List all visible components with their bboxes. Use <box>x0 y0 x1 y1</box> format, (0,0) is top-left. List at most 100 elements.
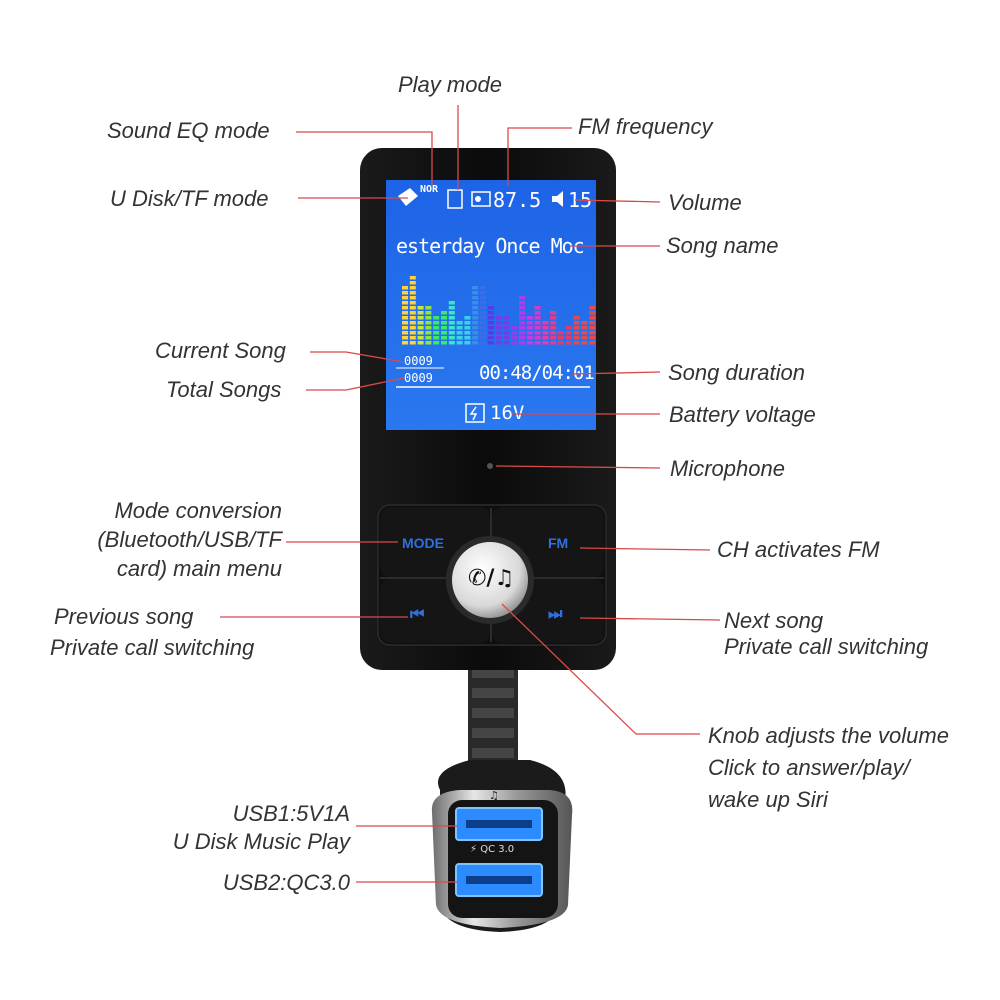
spectrum-bar-segment <box>480 341 486 345</box>
label-mode-conversion-line1: Mode conversion <box>114 498 282 523</box>
spectrum-bar-segment <box>472 336 479 340</box>
label-song-duration: Song duration <box>668 360 805 385</box>
spectrum-bar-segment <box>464 336 471 340</box>
spectrum-bar-segment <box>487 311 494 315</box>
eq-mode-readout: NOR <box>420 184 439 195</box>
spectrum-bar-segment <box>487 321 494 325</box>
spectrum-bar-segment <box>581 341 588 345</box>
label-song-name: Song name <box>666 233 779 258</box>
spectrum-bar-segment <box>417 311 424 315</box>
spectrum-bar-segment <box>581 326 588 330</box>
label-volume: Volume <box>668 190 742 215</box>
lcd-screen <box>386 180 596 430</box>
spectrum-bar-segment <box>534 316 541 320</box>
label-previous-song: Previous song Private call switching <box>50 602 254 664</box>
spectrum-bar-segment <box>417 336 424 340</box>
spectrum-bar-segment <box>409 341 416 345</box>
spectrum-bar-segment <box>550 331 557 335</box>
spectrum-bar-segment <box>480 321 486 325</box>
spectrum-visualizer <box>402 276 596 345</box>
spectrum-bar-segment <box>589 316 596 320</box>
spectrum-bar-segment <box>550 321 557 325</box>
spectrum-bar-segment <box>487 326 494 330</box>
spectrum-bar-segment <box>441 321 447 325</box>
spectrum-bar-segment <box>526 321 533 325</box>
spectrum-bar-segment <box>448 316 455 320</box>
spectrum-bar-segment <box>441 311 447 315</box>
current-song-readout: 0009 <box>404 354 433 368</box>
spectrum-bar-segment <box>402 286 408 290</box>
spectrum-bar-segment <box>558 341 564 345</box>
spectrum-bar-segment <box>448 341 455 345</box>
spectrum-bar-segment <box>417 331 424 335</box>
usb-charger-plug <box>431 760 573 932</box>
spectrum-bar-segment <box>409 331 416 335</box>
spectrum-bar-segment <box>487 316 494 320</box>
mode-button-label[interactable]: MODE <box>402 535 444 551</box>
volume-knob[interactable] <box>452 542 528 618</box>
spectrum-bar-segment <box>487 336 494 340</box>
spectrum-bar-segment <box>417 316 424 320</box>
spectrum-bar-segment <box>480 286 486 290</box>
spectrum-bar-segment <box>441 326 447 330</box>
spectrum-bar-segment <box>565 331 572 335</box>
spectrum-bar-segment <box>573 336 580 340</box>
spectrum-bar-segment <box>589 326 596 330</box>
spectrum-bar-segment <box>472 286 479 290</box>
spectrum-bar-segment <box>550 316 557 320</box>
spectrum-bar-segment <box>456 321 463 325</box>
spectrum-bar-segment <box>425 326 432 330</box>
next-icon[interactable]: ⏭ <box>548 606 563 623</box>
previous-icon[interactable]: ⏮ <box>410 606 425 623</box>
spectrum-bar-segment <box>511 336 518 340</box>
spectrum-bar-segment <box>534 336 541 340</box>
spectrum-bar-segment <box>448 336 455 340</box>
spectrum-bar-segment <box>519 341 525 345</box>
spectrum-bar-segment <box>581 331 588 335</box>
label-mode-conversion-line2: (Bluetooth/USB/TF <box>97 527 282 553</box>
spectrum-bar-segment <box>448 306 455 310</box>
spectrum-bar-segment <box>550 311 557 315</box>
spectrum-bar-segment <box>441 331 447 335</box>
spectrum-bar-segment <box>456 336 463 340</box>
spectrum-bar-segment <box>495 326 502 330</box>
spectrum-bar-segment <box>433 331 440 335</box>
spectrum-bar-segment <box>487 331 494 335</box>
label-play-mode: Play mode <box>398 72 502 97</box>
spectrum-bar-segment <box>472 321 479 325</box>
spectrum-bar-segment <box>441 336 447 340</box>
spectrum-bar-segment <box>581 321 588 325</box>
spectrum-bar-segment <box>589 331 596 335</box>
label-knob: Knob adjusts the volume Click to answer/… <box>708 720 949 816</box>
label-battery-voltage: Battery voltage <box>669 402 816 427</box>
spectrum-bar-segment <box>534 311 541 315</box>
spectrum-bar-segment <box>402 341 408 345</box>
label-next-song-line2: Private call switching <box>724 634 929 660</box>
spectrum-bar-segment <box>402 301 408 305</box>
spectrum-bar-segment <box>425 336 432 340</box>
spectrum-bar-segment <box>480 336 486 340</box>
spectrum-bar-segment <box>409 276 416 280</box>
spectrum-bar-segment <box>503 326 510 330</box>
spectrum-bar-segment <box>519 336 525 340</box>
spectrum-bar-segment <box>472 296 479 300</box>
label-next-song: Next song Private call switching <box>724 608 928 661</box>
spectrum-bar-segment <box>526 341 533 345</box>
spectrum-bar-segment <box>519 306 525 310</box>
spectrum-bar-segment <box>402 321 408 325</box>
spectrum-bar-segment <box>425 341 432 345</box>
label-knob-line2: Click to answer/play/ <box>708 754 910 780</box>
spectrum-bar-segment <box>519 321 525 325</box>
battery-voltage-readout: 16V <box>490 402 525 424</box>
spectrum-bar-segment <box>495 321 502 325</box>
spectrum-bar-segment <box>409 301 416 305</box>
spectrum-bar-segment <box>534 326 541 330</box>
repeat-icon <box>447 189 463 209</box>
spectrum-bar-segment <box>503 336 510 340</box>
phone-music-icon[interactable]: ✆/♫ <box>468 566 515 591</box>
spectrum-bar-segment <box>448 311 455 315</box>
spectrum-bar-segment <box>589 306 596 310</box>
fm-button-label[interactable]: FM <box>548 535 569 551</box>
label-next-song-line1: Next song <box>724 608 824 633</box>
spectrum-bar-segment <box>402 316 408 320</box>
